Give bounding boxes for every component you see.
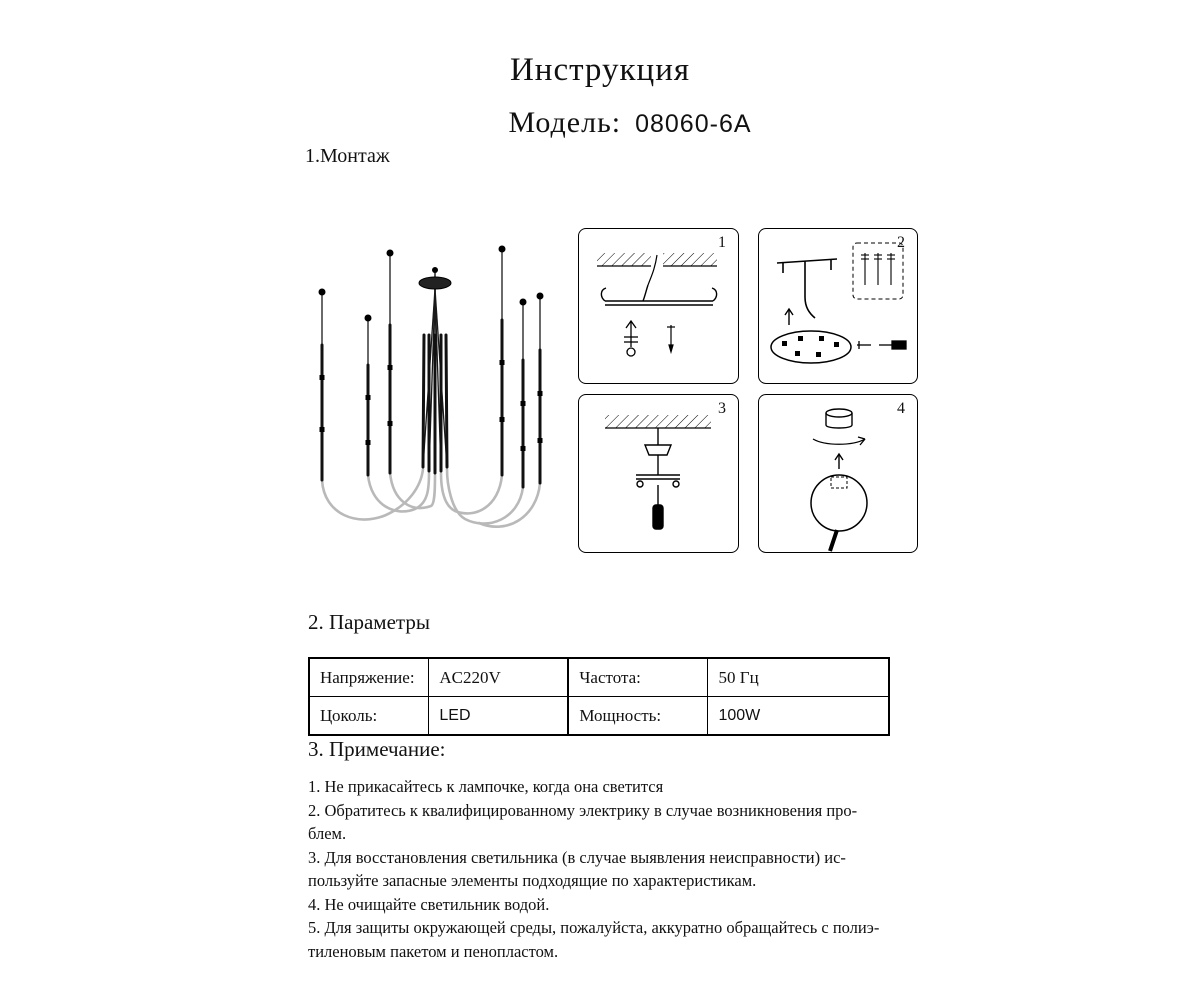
note-item-3: 3. Для восстановления светильника (в слу… [308, 847, 846, 891]
parameters-table: Напряжение: AC220V Частота: 50 Гц Цоколь… [308, 657, 890, 736]
model-label: Модель: [508, 106, 622, 139]
section-montage-heading: 1.Монтаж [305, 145, 390, 167]
power-label: Мощность: [567, 696, 709, 736]
voltage-label: Напряжение: [308, 657, 430, 697]
install-step-2-box: 2 [758, 228, 918, 384]
install-step-3-diagram [605, 415, 711, 530]
model-line: Модель: 08060-6A [60, 106, 1200, 140]
step-number-1: 1 [718, 234, 726, 251]
power-value: 100W [707, 696, 890, 736]
chandelier-illustration [283, 225, 573, 570]
model-number: 08060-6A [635, 110, 752, 138]
install-step-3-box: 3 [578, 394, 739, 553]
install-step-4-box: 4 [758, 394, 918, 553]
parameters-row-1: Напряжение: AC220V Частота: 50 Гц [308, 657, 890, 697]
socket-value: LED [428, 696, 570, 736]
install-step-1-diagram [597, 253, 718, 357]
section-notes-heading: 3. Примечание: [308, 737, 446, 761]
page-title: Инструкция [509, 52, 691, 88]
section-parameters-heading: 2. Параметры [308, 610, 430, 634]
socket-label: Цоколь: [308, 696, 430, 736]
notes-list: 1. Не прикасайтесь к лампочке, когда она… [308, 775, 923, 963]
step-number-4: 4 [897, 400, 905, 417]
voltage-value: AC220V [428, 657, 570, 697]
parameters-row-2: Цоколь: LED Мощность: 100W [308, 696, 890, 736]
install-step-4-diagram [810, 408, 868, 552]
note-item-5: 5. Для защиты окружающей среды, пожалуйс… [308, 918, 880, 961]
install-step-2-diagram [770, 242, 907, 364]
step-number-3: 3 [718, 400, 726, 417]
frequency-label: Частота: [567, 657, 709, 697]
frequency-value: 50 Гц [707, 657, 890, 697]
chandelier-drawing [318, 245, 544, 529]
note-item-1: 1. Не прикасайтесь к лампочке, когда она… [308, 777, 664, 796]
note-item-4: 4. Не очищайте светильник водой. [308, 894, 550, 914]
note-item-2: 2. Обратитесь к квалифицированному элект… [308, 800, 858, 844]
install-step-1-box: 1 [578, 228, 739, 384]
step-number-2: 2 [897, 234, 905, 251]
